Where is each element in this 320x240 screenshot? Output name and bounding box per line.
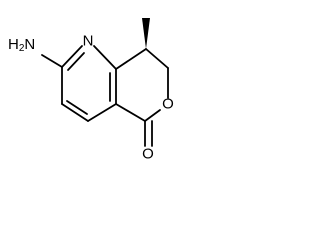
bond-c2-n1-double (67, 52, 85, 71)
bond-o6-c5 (144, 109, 161, 122)
bond-c4-c3 (61, 103, 89, 122)
ring-oxygen-label: O (162, 96, 174, 113)
amino-group-label: H2N (8, 36, 35, 54)
chemical-structure-canvas: H2N N O O (0, 0, 204, 172)
bond-n1-c8a (93, 45, 117, 70)
carbonyl-oxygen-label: O (142, 146, 154, 163)
pyridine-nitrogen-label: N (83, 33, 94, 50)
bond-c5-c4a (115, 103, 146, 122)
wedge-methyl-bond (142, 18, 150, 49)
bond-c8a-c8 (115, 48, 147, 70)
bond-c8-c7 (145, 48, 169, 69)
bond-c4-c3-double (66, 100, 88, 115)
bond-c2-nh2 (41, 54, 63, 68)
bond-c4a-c4 (87, 103, 117, 122)
bond-c2-n1 (61, 45, 83, 68)
molecule-drawing: H2N N O O (8, 18, 174, 163)
